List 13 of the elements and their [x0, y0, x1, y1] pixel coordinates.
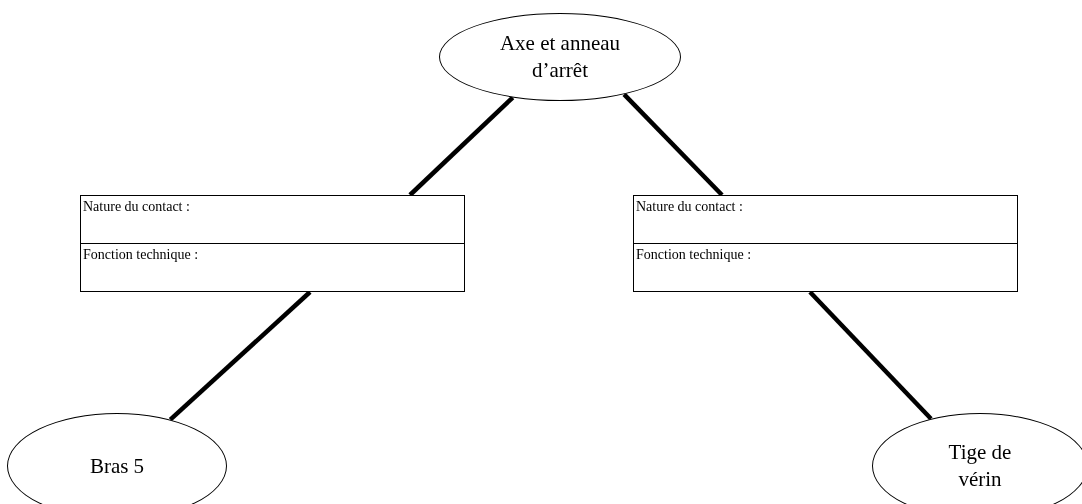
- node-label: Bras 5: [89, 452, 145, 480]
- connector-line: [408, 95, 515, 197]
- field-label: Nature du contact :: [636, 199, 743, 214]
- node-label: Tige de vérin: [947, 439, 1013, 493]
- connector-line: [622, 92, 724, 197]
- form-box: [80, 195, 465, 292]
- form-box: [633, 195, 1018, 292]
- field-label: Fonction technique :: [83, 247, 199, 262]
- node-label: Axe et anneau d’arrêt: [498, 30, 622, 84]
- connector-line: [168, 290, 312, 422]
- connector-line: [808, 290, 933, 421]
- field-label: Nature du contact :: [83, 199, 190, 214]
- field-label: Fonction technique :: [636, 247, 752, 262]
